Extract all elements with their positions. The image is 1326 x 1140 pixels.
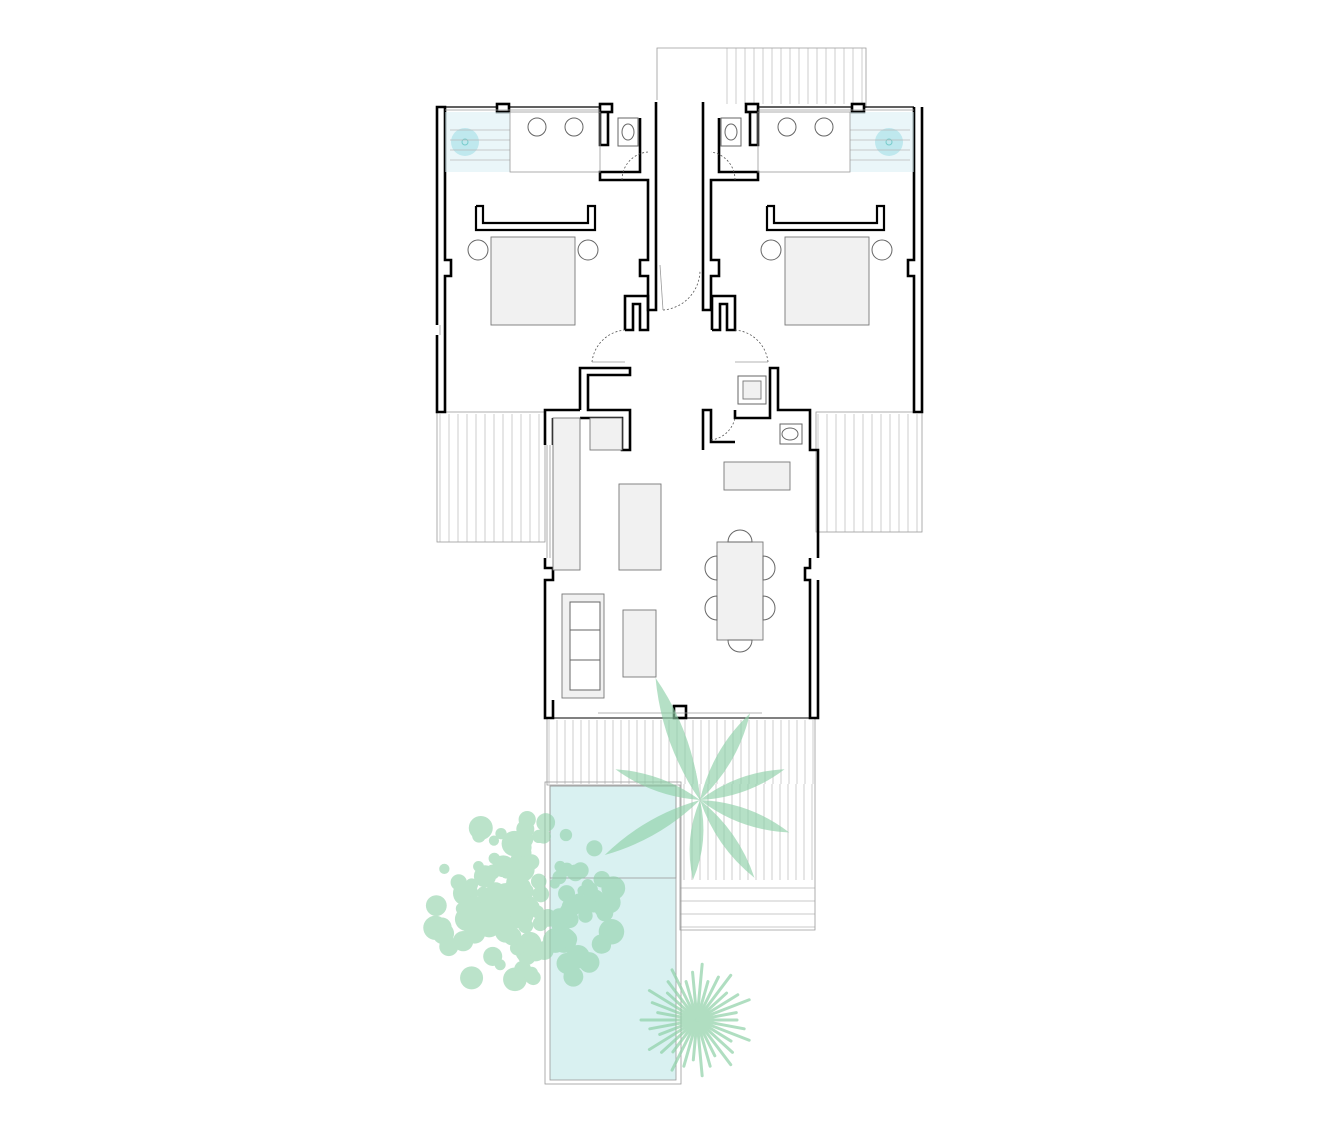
pool-coping	[544, 781, 682, 1085]
bed-left	[490, 236, 576, 326]
deck-outlines	[436, 47, 923, 931]
glazing	[439, 109, 914, 558]
sink-left-1	[527, 117, 547, 137]
coffee-table	[622, 609, 657, 678]
shower-head-right	[875, 128, 903, 156]
entry-stair-deck	[726, 48, 863, 104]
left-terrace-deck	[439, 414, 540, 542]
nightstand-right-2	[871, 239, 893, 261]
fridge	[589, 417, 623, 451]
sink-right-2	[814, 117, 834, 137]
kitchen-island	[618, 483, 662, 571]
nightstand-right-1	[760, 239, 782, 261]
doors	[591, 151, 769, 441]
bed-right	[784, 236, 870, 326]
bedroom-left	[445, 111, 639, 326]
walls	[435, 102, 924, 720]
nightstand-left-2	[577, 239, 599, 261]
sink-right-1	[777, 117, 797, 137]
kitchen-counter	[552, 417, 581, 571]
right-terrace-deck	[817, 414, 918, 532]
dining-chairs	[704, 529, 776, 653]
garden-steps	[680, 887, 815, 928]
garden-tree	[423, 810, 626, 992]
shower-head-left	[451, 128, 479, 156]
guest-toilet	[737, 375, 803, 445]
banana-plant	[604, 677, 790, 880]
sink-left-2	[564, 117, 584, 137]
bedroom-right	[720, 111, 914, 326]
dining-table	[716, 541, 764, 641]
fan-palm	[639, 962, 751, 1078]
sideboard	[723, 461, 791, 491]
living-dining-kitchen	[552, 417, 791, 699]
nightstand-left-1	[467, 239, 489, 261]
